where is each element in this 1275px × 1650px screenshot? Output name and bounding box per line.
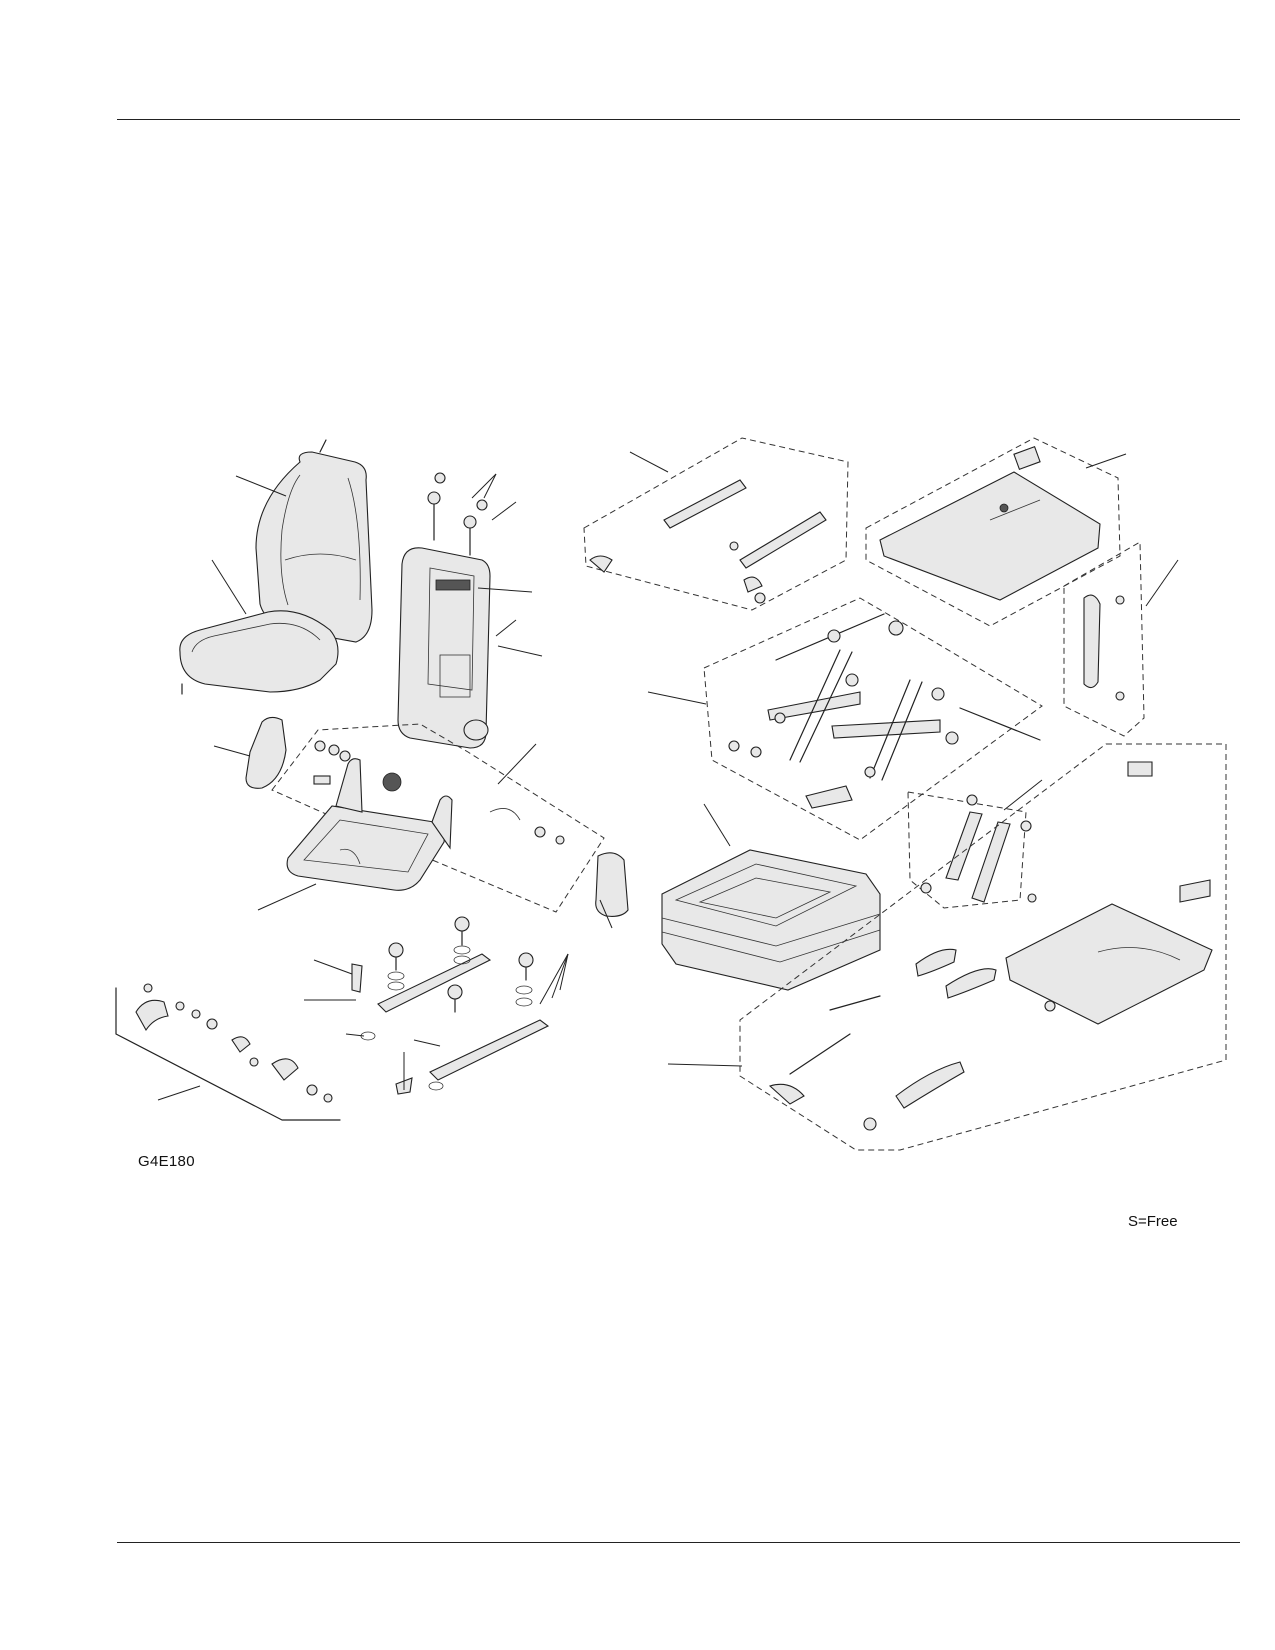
figure-code: G4E180 [138, 1153, 195, 1170]
side-cover-right [595, 852, 629, 917]
footer-rule [117, 1542, 1240, 1543]
bellows [661, 849, 881, 991]
legend-note: S=Free [1128, 1213, 1178, 1230]
lower-base-group [739, 743, 1227, 1151]
backrest-cushion [255, 439, 373, 643]
seat-pan [286, 758, 453, 891]
seat-belt [115, 983, 341, 1121]
upper-slide-group [583, 437, 849, 611]
backrest-frame [397, 472, 491, 749]
side-cover-left [245, 716, 287, 789]
header-rule [117, 119, 1240, 120]
side-bracket-group [1063, 541, 1145, 737]
base-plate-group [865, 437, 1121, 627]
seat-cushion [179, 610, 339, 695]
leader-lines [157, 451, 1179, 1101]
shock-absorbers [907, 791, 1032, 909]
scissor-frame-group [703, 597, 1043, 841]
slide-rails [351, 916, 550, 1095]
